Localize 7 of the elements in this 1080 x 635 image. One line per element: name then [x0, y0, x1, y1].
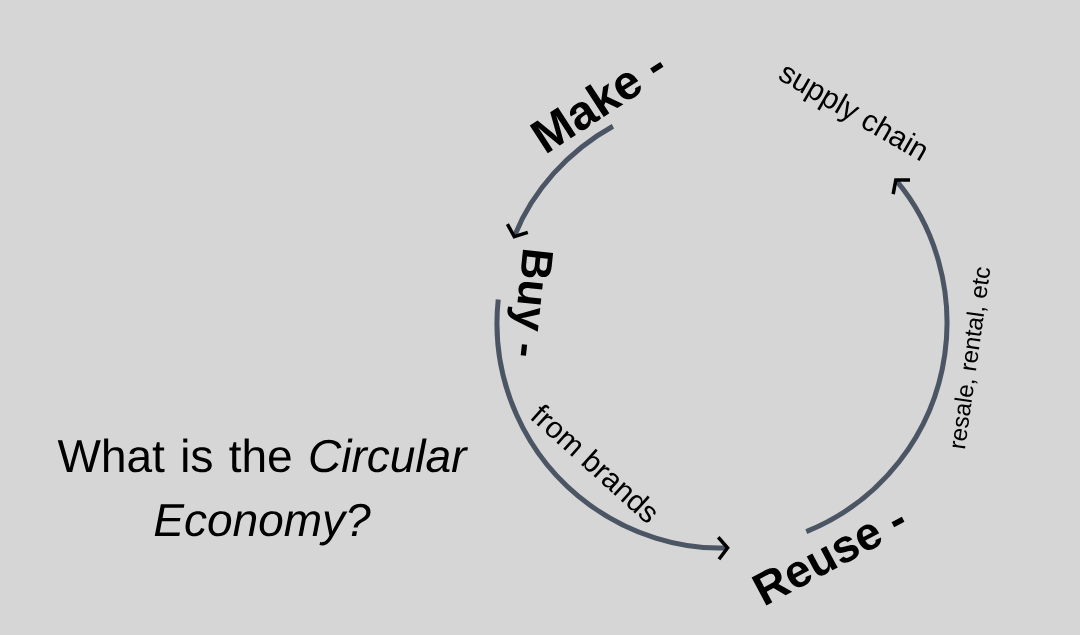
- stage-label: Buy -: [507, 249, 554, 356]
- arrow: [505, 124, 615, 239]
- stage-description: resale, rental, etc: [952, 267, 990, 449]
- title: What is the Circular Economy?: [57, 438, 468, 546]
- stage-label: Make -: [529, 61, 664, 154]
- arrow: [805, 178, 950, 534]
- arrow: [494, 299, 730, 561]
